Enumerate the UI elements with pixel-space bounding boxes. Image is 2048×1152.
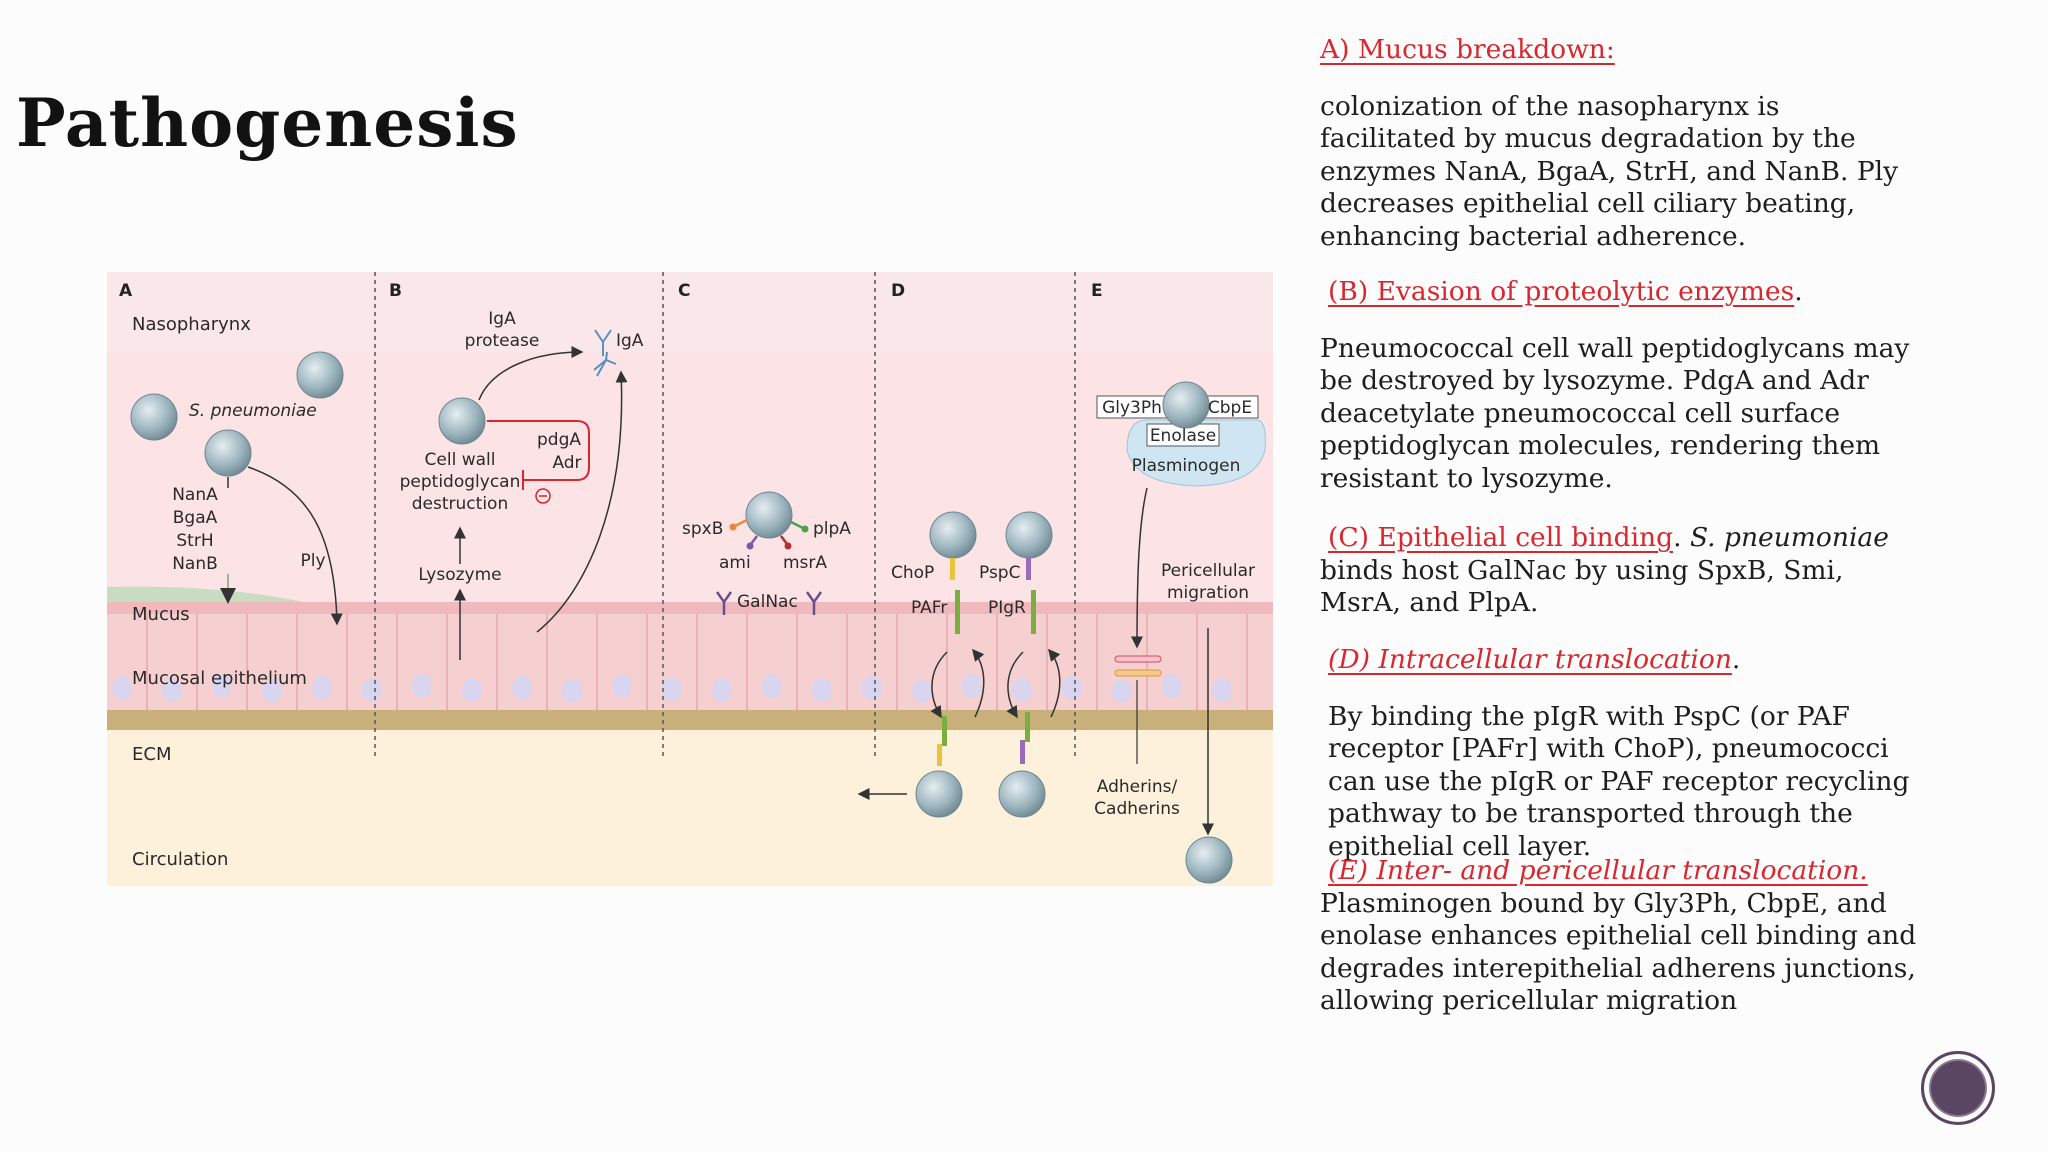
label-adr: Adr [552, 453, 581, 473]
label-ecm: ECM [132, 744, 171, 765]
panel-letter-a: A [119, 281, 133, 301]
bacterium-icon [929, 511, 977, 559]
circle-nav-icon[interactable] [1921, 1051, 1995, 1125]
section-d-body: By binding the pIgR with PspC (or PAF re… [1328, 700, 1910, 862]
label-msra: msrA [783, 553, 827, 573]
bacterium-icon [296, 351, 344, 399]
label-cell-wall-3: destruction [412, 494, 508, 514]
iga-antibody-icon [593, 329, 617, 377]
section-c-heading: (C) Epithelial cell binding [1328, 522, 1674, 553]
label-mucus: Mucus [132, 604, 190, 625]
panel-letter-c: C [678, 281, 690, 301]
section-e: (E) Inter- and pericellular translocatio… [1320, 855, 1920, 1018]
iga-secretion-arrow [536, 370, 628, 633]
ply-arrow [247, 466, 343, 626]
bacterium-icon [1005, 511, 1053, 559]
panel-letter-d: D [891, 281, 905, 301]
section-d-suffix: . [1731, 644, 1741, 675]
circulation-region [107, 730, 1273, 886]
section-b-body: Pneumococcal cell wall peptidoglycans ma… [1320, 332, 1910, 494]
pathogenesis-figure: A B C D E Nasopharynx Mucus Mucosal epit… [107, 272, 1273, 890]
bacterium-icon [1185, 836, 1233, 884]
bacterium-icon [998, 770, 1046, 818]
label-iga-protease-1: IgA [488, 309, 516, 329]
section-d: (D) Intracellular translocation. By bind… [1320, 644, 1920, 863]
label-ply: Ply [300, 551, 325, 571]
adherens-junction [1114, 655, 1162, 663]
ecm-band [107, 710, 1273, 730]
panel-letter-e: E [1091, 281, 1103, 301]
label-nanb: NanB [172, 554, 218, 574]
section-b-suffix: . [1794, 276, 1803, 307]
section-c-suffix: . [1673, 522, 1682, 553]
cell-borders [146, 614, 1248, 710]
bacterium-icon [745, 491, 793, 539]
label-plasminogen: Plasminogen [1132, 456, 1241, 476]
label-adherins-2: Cadherins [1094, 799, 1180, 819]
label-pafr: PAFr [911, 598, 947, 618]
section-c: (C) Epithelial cell binding. S. pneumoni… [1320, 522, 1920, 620]
label-pspc: PspC [979, 563, 1020, 583]
section-b: (B) Evasion of proteolytic enzymes. Pneu… [1320, 276, 1920, 495]
label-plpa: plpA [813, 519, 851, 539]
galnac-receptor-icon [715, 591, 823, 615]
section-c-organism: S. pneumoniae [1689, 522, 1889, 553]
bacterium-icon [130, 393, 178, 441]
label-galnac: GalNac [737, 592, 798, 612]
pigr-receptor [1031, 590, 1036, 634]
label-iga-protease-2: protease [465, 331, 540, 351]
label-cbpe: CbpE [1208, 398, 1252, 418]
iga-protease-arrow [478, 346, 584, 401]
section-d-heading: (D) Intracellular translocation [1328, 644, 1732, 675]
plasminogen-arrow [1131, 487, 1148, 649]
bacterium-icon [915, 770, 963, 818]
section-e-body: Plasminogen bound by Gly3Ph, CbpE, and e… [1320, 887, 1917, 1017]
pafr-receptor [955, 590, 960, 634]
section-a-body: colonization of the nasopharynx is facil… [1320, 90, 1899, 252]
section-b-heading: (B) Evasion of proteolytic enzymes [1328, 276, 1795, 307]
label-nasopharynx: Nasopharynx [132, 314, 251, 335]
label-pigr: PIgR [988, 598, 1026, 618]
section-c-body: binds host GalNac by using SpxB, Smi, Ms… [1320, 554, 1844, 619]
label-ami: ami [719, 553, 751, 573]
section-a: A) Mucus breakdown: colonization of the … [1320, 34, 1920, 253]
label-pericellular-2: migration [1167, 583, 1249, 603]
cilia-band [107, 602, 1273, 614]
label-enolase: Enolase [1150, 426, 1216, 446]
slide-title: Pathogenesis [16, 84, 519, 162]
pathogenesis-diagram: A B C D E Nasopharynx Mucus Mucosal epit… [107, 272, 1273, 886]
bacterium-icon [438, 397, 486, 445]
pdga-adr-inhibition-line [487, 420, 590, 481]
mucosal-epithelium-band [107, 614, 1273, 710]
label-spxb: spxB [682, 519, 723, 539]
label-mucosal-epithelium: Mucosal epithelium [132, 668, 307, 689]
panel-letter-b: B [389, 281, 402, 301]
section-a-heading: A) Mucus breakdown: [1320, 34, 1615, 65]
label-circulation: Circulation [132, 849, 228, 870]
label-nana: NanA [172, 485, 218, 505]
bacterium-icon [204, 429, 252, 477]
label-s-pneumoniae: S. pneumoniae [189, 401, 317, 421]
label-lysozyme: Lysozyme [418, 565, 501, 585]
label-pericellular-1: Pericellular [1161, 561, 1255, 581]
cell-nuclei [112, 674, 1232, 703]
mucus-layer [107, 586, 303, 602]
label-iga: IgA [616, 331, 644, 351]
label-bgaa: BgaA [173, 508, 218, 528]
label-chop: ChoP [891, 563, 934, 583]
adherens-junction [1114, 669, 1162, 677]
panel-dividers [374, 272, 1076, 760]
label-pdga: pdgA [537, 430, 581, 450]
label-cell-wall-1: Cell wall [425, 450, 496, 470]
inhibition-icon [535, 488, 551, 504]
label-adherins-1: Adherins/ [1097, 777, 1178, 797]
label-gly3ph: Gly3Ph [1102, 398, 1162, 418]
label-cell-wall-2: peptidoglycan [400, 472, 521, 492]
section-e-heading: (E) Inter- and pericellular translocatio… [1328, 855, 1868, 886]
bacterium-icon [1162, 381, 1210, 429]
label-strh: StrH [176, 531, 213, 551]
